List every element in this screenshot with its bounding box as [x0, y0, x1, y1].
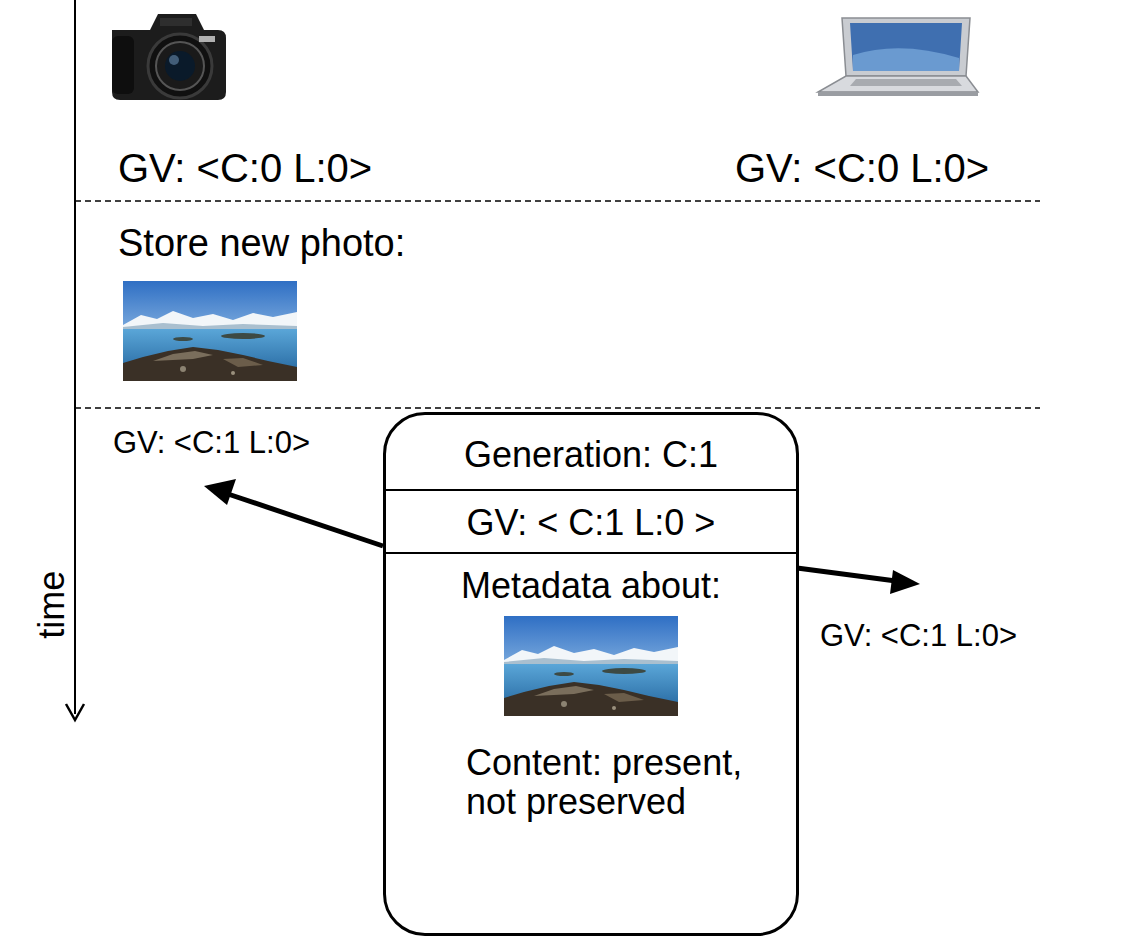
version-text: GV: < C:1 L:0 > — [402, 503, 780, 543]
laptop-illustration — [818, 18, 978, 96]
message-box: Generation: C:1GV: < C:1 L:0 > Metadata a… — [383, 412, 799, 936]
photo-thumbnail — [504, 616, 678, 716]
text-label: GV: <C:0 L:0> — [735, 145, 989, 191]
text-label: GV: <C:1 L:0> — [820, 618, 1017, 654]
dashed-separator — [75, 407, 1040, 409]
sync-arrow — [797, 568, 920, 594]
axis-label: time — [31, 571, 72, 639]
camera-illustration — [112, 14, 226, 100]
time-axis — [74, 0, 76, 714]
text-label: GV: <C:1 L:0> — [113, 425, 310, 461]
generation-text: Generation: C:1 — [402, 435, 780, 475]
time-arrowhead — [66, 704, 84, 720]
text-label: GV: <C:0 L:0> — [118, 145, 372, 191]
sync-arrow — [204, 479, 383, 546]
photo-thumbnail — [123, 281, 297, 381]
content-status-text: Content: present, not preserved — [466, 744, 766, 822]
dashed-separator — [75, 200, 1040, 202]
metadata-text: Metadata about: — [402, 566, 780, 606]
text-label: Store new photo: — [118, 222, 405, 266]
